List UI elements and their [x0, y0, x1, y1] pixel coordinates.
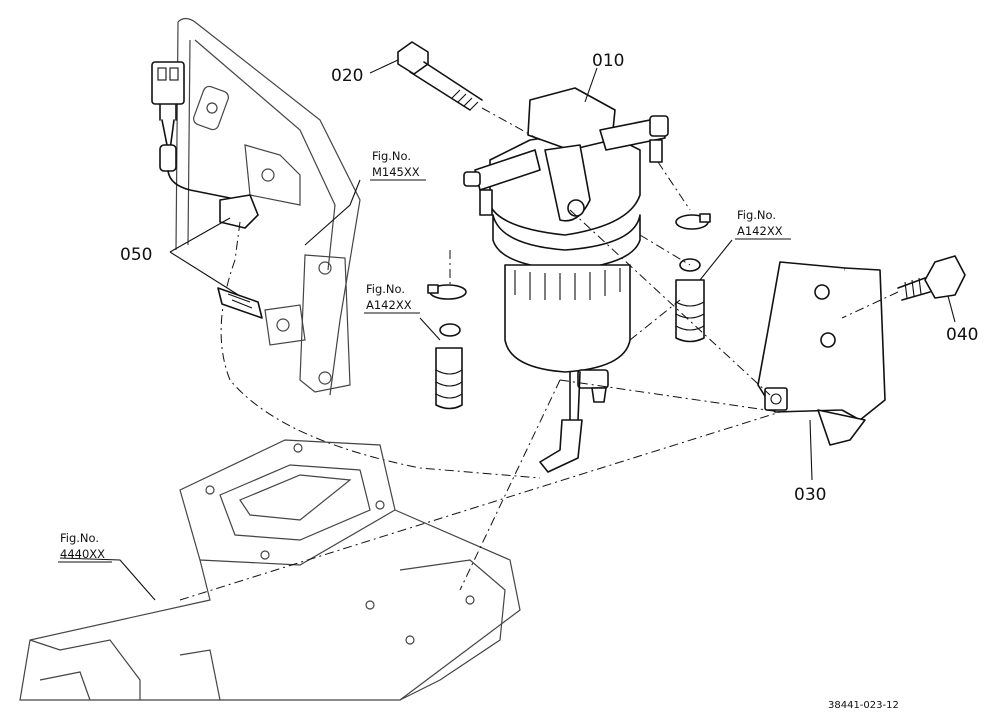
hose-clamp-left: [427, 250, 467, 410]
ref-a142-left-line2: A142XX: [366, 298, 412, 312]
drawing-code: 38441-023-12: [828, 700, 899, 711]
label-010: 010: [592, 51, 624, 71]
fuel-filter-010: [463, 87, 669, 473]
hose-clamp-right: [657, 161, 711, 343]
label-030: 030: [794, 485, 826, 505]
ref-a142-right-line1: Fig.No.: [737, 208, 776, 222]
transmission-housing: [19, 439, 521, 701]
ref-m145-line2: M145XX: [372, 165, 420, 179]
ref-4440-line2: 4440XX: [60, 547, 105, 561]
label-040: 040: [946, 325, 978, 345]
ref-a142-left-line1: Fig.No.: [366, 282, 405, 296]
bolt-020: [397, 41, 541, 141]
ref-4440-line1: Fig.No.: [60, 531, 99, 545]
label-020: 020: [331, 66, 363, 86]
leader-lines: [59, 59, 956, 601]
ref-a142-right-line2: A142XX: [737, 224, 783, 238]
center-lines: [179, 209, 781, 601]
bolt-040: [841, 255, 966, 319]
wire-harness: [151, 61, 541, 479]
bracket-030: [757, 261, 886, 446]
label-050: 050: [120, 245, 152, 265]
frame-bracket: [175, 17, 361, 396]
ref-m145-line1: Fig.No.: [372, 149, 411, 163]
